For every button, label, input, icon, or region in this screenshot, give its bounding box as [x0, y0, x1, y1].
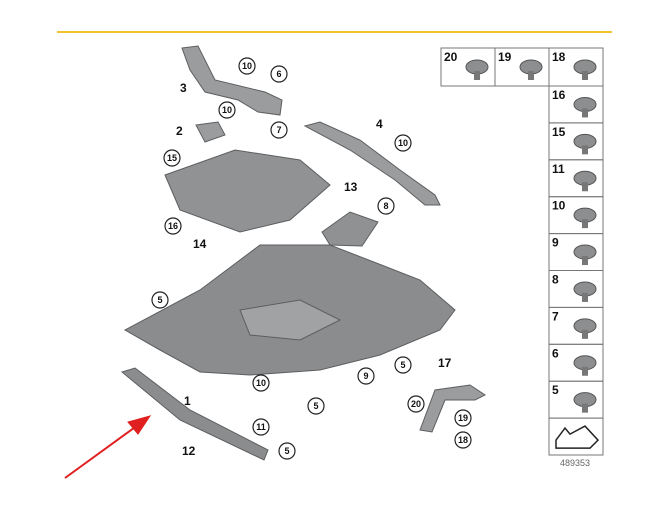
part-number: 5 — [552, 383, 559, 397]
fastener-stem-icon — [582, 292, 588, 302]
callout-9[interactable]: 9 — [357, 367, 375, 385]
red-arrow — [64, 415, 152, 479]
part-label-4: 4 — [376, 117, 383, 131]
parts-grid — [440, 47, 604, 456]
svg-text:10: 10 — [222, 105, 232, 115]
callout-11[interactable]: 11 — [252, 418, 270, 436]
svg-text:7: 7 — [276, 125, 281, 135]
diagram-number: 489353 — [560, 458, 590, 468]
svg-text:16: 16 — [168, 221, 178, 231]
shield-14[interactable] — [164, 149, 331, 233]
callout-6[interactable]: 6 — [270, 65, 288, 83]
svg-text:5: 5 — [400, 360, 405, 370]
cover-13[interactable] — [321, 211, 379, 247]
part-label-1: 1 — [184, 394, 191, 408]
callout-5[interactable]: 5 — [394, 356, 412, 374]
callout-7[interactable]: 7 — [270, 121, 288, 139]
part-number: 7 — [552, 309, 559, 323]
part-number: 6 — [552, 346, 559, 360]
svg-text:11: 11 — [256, 422, 266, 432]
svg-text:5: 5 — [157, 295, 162, 305]
callout-5[interactable]: 5 — [278, 442, 296, 460]
part-label-13: 13 — [344, 180, 358, 194]
svg-text:15: 15 — [167, 153, 177, 163]
callout-10[interactable]: 10 — [394, 134, 412, 152]
part-label-2: 2 — [176, 124, 183, 138]
part-number: 10 — [552, 199, 566, 213]
part-label-14: 14 — [193, 237, 207, 251]
fastener-stem-icon — [582, 366, 588, 376]
svg-text:19: 19 — [458, 413, 468, 423]
bracket-3[interactable] — [181, 45, 283, 116]
svg-text:18: 18 — [458, 435, 468, 445]
svg-text:9: 9 — [363, 371, 368, 381]
part-number: 9 — [552, 236, 559, 250]
svg-text:10: 10 — [256, 378, 266, 388]
part-number: 19 — [498, 50, 512, 64]
part-number: 8 — [552, 273, 559, 287]
callout-18[interactable]: 18 — [454, 431, 472, 449]
fastener-stem-icon — [582, 329, 588, 339]
svg-text:5: 5 — [313, 401, 318, 411]
trim-strip-12[interactable] — [120, 367, 269, 461]
part-number: 16 — [552, 88, 566, 102]
fastener-stem-icon — [474, 71, 480, 80]
callout-8[interactable]: 8 — [377, 197, 395, 215]
callout-5[interactable]: 5 — [151, 291, 169, 309]
direction-arrow-icon — [555, 425, 600, 449]
callout-5[interactable]: 5 — [307, 397, 325, 415]
part-number: 11 — [552, 162, 565, 176]
svg-text:6: 6 — [276, 69, 281, 79]
bracket-17[interactable] — [419, 384, 486, 433]
fastener-stem-icon — [582, 145, 588, 155]
callout-10[interactable]: 10 — [238, 57, 256, 75]
callout-10[interactable]: 10 — [252, 374, 270, 392]
strut-4[interactable] — [303, 121, 441, 206]
part-number: 15 — [552, 125, 566, 139]
part-label-12: 12 — [182, 444, 196, 458]
fastener-stem-icon — [582, 182, 588, 192]
callout-16[interactable]: 16 — [164, 217, 182, 235]
part-number: 18 — [552, 50, 566, 64]
svg-text:10: 10 — [398, 138, 408, 148]
callout-10[interactable]: 10 — [218, 101, 236, 119]
direction-cell — [548, 417, 604, 456]
svg-text:5: 5 — [284, 446, 289, 456]
svg-text:10: 10 — [242, 61, 252, 71]
fastener-stem-icon — [582, 108, 588, 118]
part-label-17: 17 — [438, 356, 452, 370]
underbody-panel-1[interactable] — [123, 244, 456, 376]
part-number: 20 — [444, 50, 458, 64]
fastener-stem-icon — [582, 256, 588, 266]
callout-19[interactable]: 19 — [454, 409, 472, 427]
svg-text:8: 8 — [383, 201, 388, 211]
svg-text:20: 20 — [411, 399, 421, 409]
fastener-stem-icon — [528, 71, 534, 80]
fastener-stem-icon — [582, 403, 588, 413]
part-label-3: 3 — [180, 81, 187, 95]
fastener-stem-icon — [582, 219, 588, 229]
callout-20[interactable]: 20 — [407, 395, 425, 413]
fastener-stem-icon — [582, 71, 588, 80]
bracket-2[interactable] — [195, 121, 226, 143]
callout-15[interactable]: 15 — [163, 149, 181, 167]
